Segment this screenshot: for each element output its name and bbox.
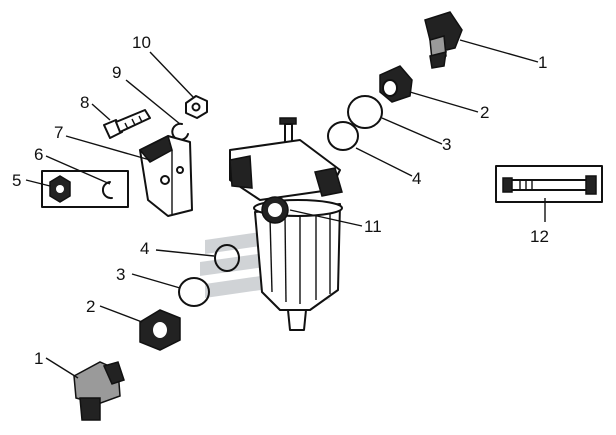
callout-1-bottom: 1 bbox=[34, 349, 43, 368]
callout-1-top: 1 bbox=[538, 53, 547, 72]
part-8-bolt bbox=[103, 109, 151, 139]
callout-8: 8 bbox=[80, 93, 89, 112]
callout-labels: 1 2 3 4 10 9 8 7 6 5 11 12 4 3 2 1 bbox=[12, 33, 549, 368]
callout-9: 9 bbox=[112, 63, 121, 82]
part-2-bottom-nut bbox=[139, 309, 181, 351]
leader-lines bbox=[25, 39, 546, 379]
part-12-long-bolt bbox=[495, 165, 603, 203]
part-4-bottom-oring bbox=[214, 244, 240, 272]
callout-3-top: 3 bbox=[442, 135, 451, 154]
callout-12: 12 bbox=[530, 227, 549, 246]
callout-7: 7 bbox=[54, 123, 63, 142]
callout-3-bottom: 3 bbox=[116, 265, 125, 284]
callout-5: 5 bbox=[12, 171, 21, 190]
part-4-top-oring bbox=[327, 121, 359, 151]
callout-6: 6 bbox=[34, 145, 43, 164]
part-3-top-washer bbox=[347, 95, 383, 129]
callout-2-bottom: 2 bbox=[86, 297, 95, 316]
part-9-lock-washer bbox=[171, 122, 189, 141]
callout-11: 11 bbox=[364, 217, 382, 236]
part-2-top-nut bbox=[379, 65, 413, 103]
callout-4-top: 4 bbox=[412, 169, 421, 188]
part-11-filter-assembly bbox=[229, 117, 343, 331]
part-1-top-fitting bbox=[424, 11, 463, 69]
callout-4-bottom: 4 bbox=[140, 239, 149, 258]
callout-10: 10 bbox=[132, 33, 151, 52]
part-1-bottom-fitting bbox=[73, 361, 125, 421]
part-7-bracket bbox=[138, 134, 193, 217]
part-3-bottom-washer bbox=[178, 277, 210, 307]
callout-2-top: 2 bbox=[480, 103, 489, 122]
part-10-nut bbox=[185, 95, 208, 119]
part-5-6-box bbox=[41, 170, 129, 208]
